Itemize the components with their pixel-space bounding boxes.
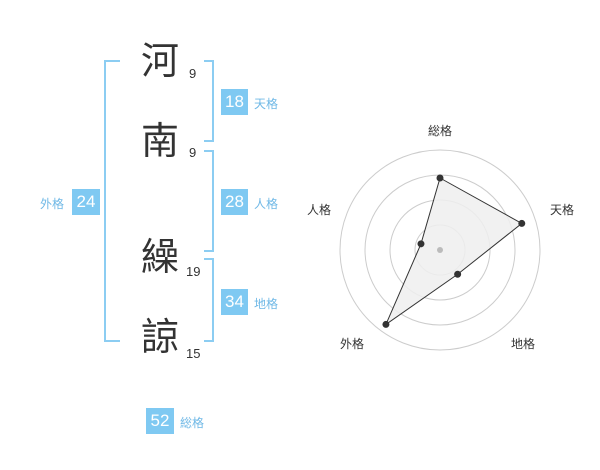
chikaku-bracket bbox=[204, 258, 214, 342]
radar-point-3 bbox=[454, 270, 462, 278]
soukaku-value: 52 bbox=[146, 408, 174, 434]
soukaku-label: 総格 bbox=[180, 416, 205, 430]
radar-point-4 bbox=[382, 320, 390, 328]
jinkaku-bracket bbox=[204, 150, 214, 252]
gaikaku-value: 24 bbox=[72, 189, 100, 215]
radar-point-5 bbox=[417, 240, 425, 248]
chikaku-label: 地格 bbox=[254, 297, 279, 311]
radar-axis-label-3: 地格 bbox=[511, 337, 536, 351]
name-char-4: 諒 bbox=[141, 315, 180, 359]
chikaku-value: 34 bbox=[221, 289, 248, 315]
tenkaku-label: 天格 bbox=[254, 97, 279, 111]
radar-area bbox=[384, 177, 523, 326]
jinkaku-value: 28 bbox=[221, 189, 248, 215]
name-char-3: 繰 bbox=[141, 235, 180, 279]
radar-ring-1 bbox=[339, 149, 541, 351]
name-char-1: 河 bbox=[141, 39, 180, 83]
radar-axis-label-1: 総格 bbox=[428, 124, 453, 138]
stroke-count-4: 15 bbox=[186, 346, 201, 361]
name-char-2: 南 bbox=[141, 119, 180, 163]
stroke-count-3: 19 bbox=[186, 264, 201, 279]
tenkaku-value: 18 bbox=[221, 89, 248, 115]
stroke-count-1: 9 bbox=[189, 66, 197, 81]
stroke-count-2: 9 bbox=[189, 145, 197, 160]
radar-axis-label-5: 人格 bbox=[307, 203, 332, 217]
radar-axis-label-4: 外格 bbox=[340, 337, 365, 351]
radar-point-1 bbox=[436, 174, 444, 182]
gaikaku-label: 外格 bbox=[40, 197, 65, 211]
radar-center-point bbox=[437, 247, 443, 253]
tenkaku-bracket bbox=[204, 60, 214, 142]
jinkaku-label: 人格 bbox=[254, 197, 279, 211]
gaikaku-bracket bbox=[104, 60, 120, 342]
radar-axis-label-2: 天格 bbox=[550, 203, 575, 217]
radar-point-2 bbox=[518, 219, 526, 227]
